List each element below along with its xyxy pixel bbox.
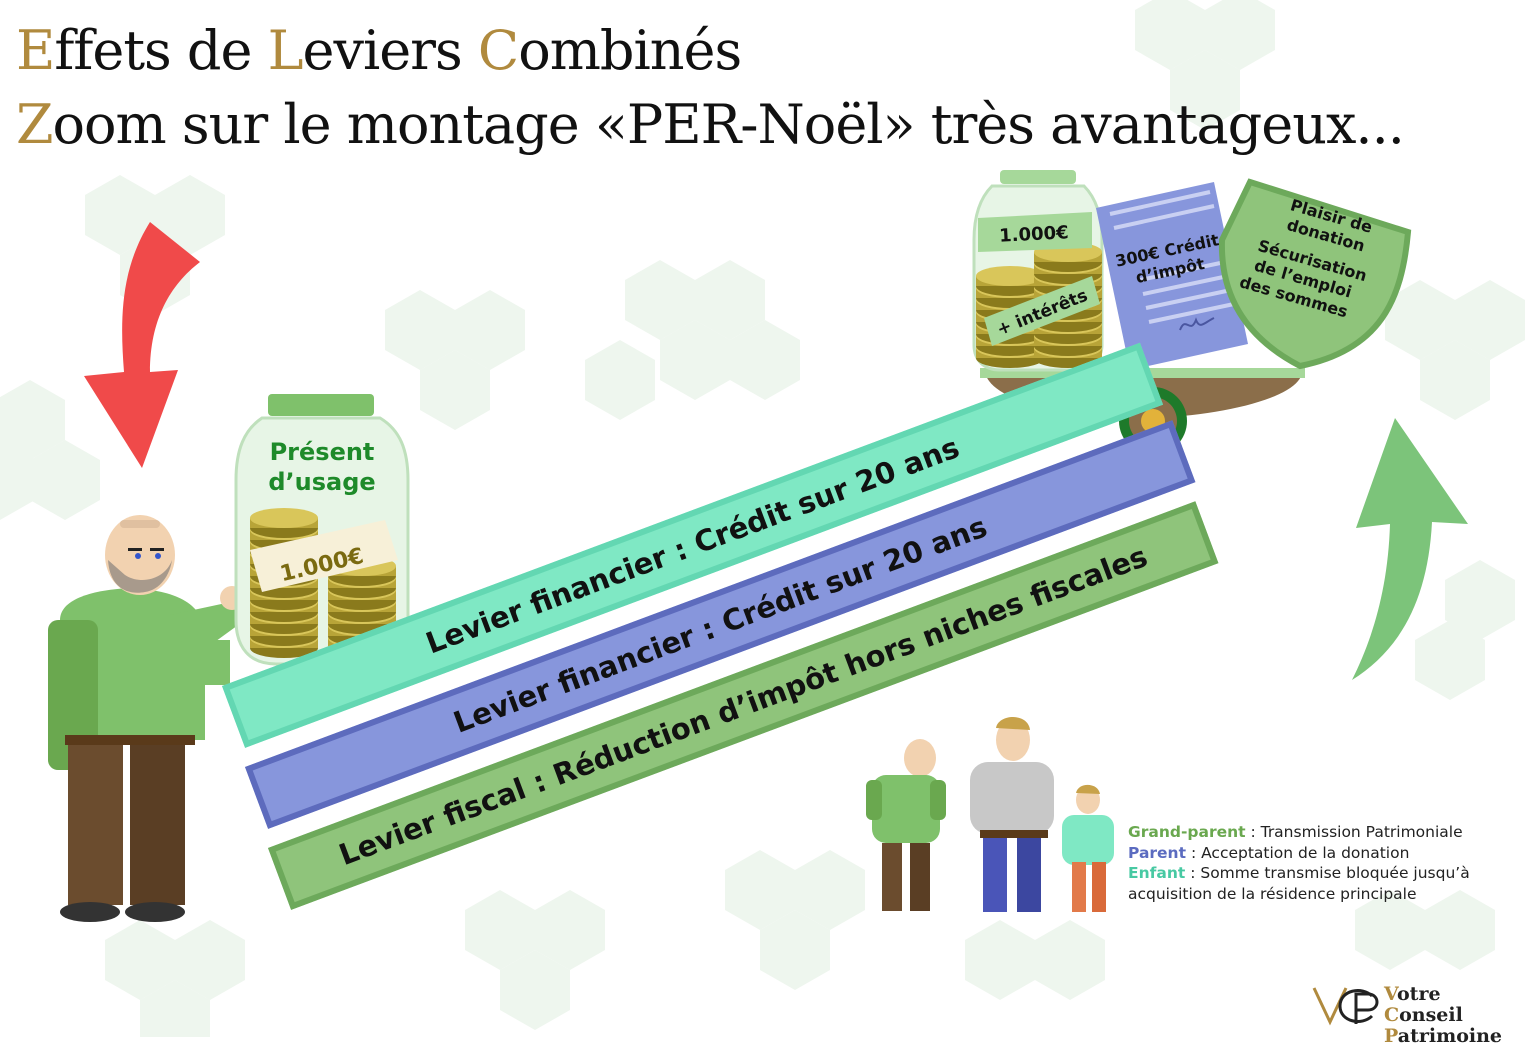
present-jar-label-line2: d’usage bbox=[268, 468, 375, 496]
logo-text: onseil bbox=[1399, 1004, 1463, 1026]
logo-text: otre bbox=[1397, 983, 1441, 1005]
legend-text: : Acceptation de la donation bbox=[1186, 843, 1410, 862]
title-text: oom sur le montage «PER-Noël» très avant… bbox=[52, 93, 1405, 156]
logo: Votre Conseil Patrimoine bbox=[1310, 982, 1522, 1047]
top-jar-amount: 1.000€ bbox=[999, 222, 1069, 247]
legend-item: Grand-parent : Transmission Patrimoniale bbox=[1128, 822, 1470, 843]
green-up-arrow-icon bbox=[1352, 418, 1468, 680]
family-legend: Grand-parent : Transmission Patrimoniale… bbox=[1128, 822, 1470, 904]
family-parent-figure bbox=[970, 717, 1054, 912]
legend-key: Enfant bbox=[1128, 864, 1186, 882]
legend-text: : Transmission Patrimoniale bbox=[1245, 823, 1463, 841]
legend-item: Enfant : Somme transmise bloquée jusqu’à bbox=[1128, 863, 1470, 884]
title-cap: C bbox=[477, 19, 519, 82]
page-title-line1: Effets de Leviers Combinés bbox=[16, 24, 742, 78]
legend-text: acquisition de la résidence principale bbox=[1128, 884, 1417, 903]
red-down-arrow-icon bbox=[84, 222, 200, 468]
title-cap: E bbox=[16, 19, 55, 82]
present-jar-label-line1: Présent bbox=[270, 438, 375, 466]
top-jar bbox=[972, 170, 1104, 372]
title-text: ffets de bbox=[54, 19, 268, 82]
logo-monogram-icon bbox=[1312, 987, 1379, 1026]
logo-text: atrimoine bbox=[1397, 1025, 1502, 1047]
logo-wordmark: Votre Conseil Patrimoine bbox=[1384, 984, 1522, 1047]
title-cap: Z bbox=[16, 93, 54, 156]
family-child-figure bbox=[1062, 784, 1114, 912]
legend-item: Parent : Acceptation de la donation bbox=[1128, 843, 1470, 864]
shield-icon bbox=[1218, 178, 1412, 370]
logo-cap: P bbox=[1384, 1025, 1398, 1047]
grandparent-figure bbox=[48, 515, 245, 922]
legend-key: Grand-parent bbox=[1128, 823, 1246, 841]
logo-cap: V bbox=[1384, 983, 1397, 1005]
title-text: ombinés bbox=[518, 19, 742, 82]
legend-item: acquisition de la résidence principale bbox=[1128, 884, 1470, 905]
title-cap: L bbox=[267, 19, 304, 82]
logo-cap: C bbox=[1384, 1004, 1400, 1026]
legend-text: : Somme transmise bloquée jusqu’à bbox=[1185, 864, 1470, 882]
legend-key: Parent bbox=[1128, 843, 1187, 862]
title-text: eviers bbox=[302, 19, 478, 82]
tax-credit-document bbox=[1096, 182, 1248, 370]
present-jar bbox=[234, 394, 410, 666]
page-title-line2: Zoom sur le montage «PER-Noël» très avan… bbox=[16, 98, 1405, 152]
family-grandparent-figure bbox=[866, 739, 946, 911]
